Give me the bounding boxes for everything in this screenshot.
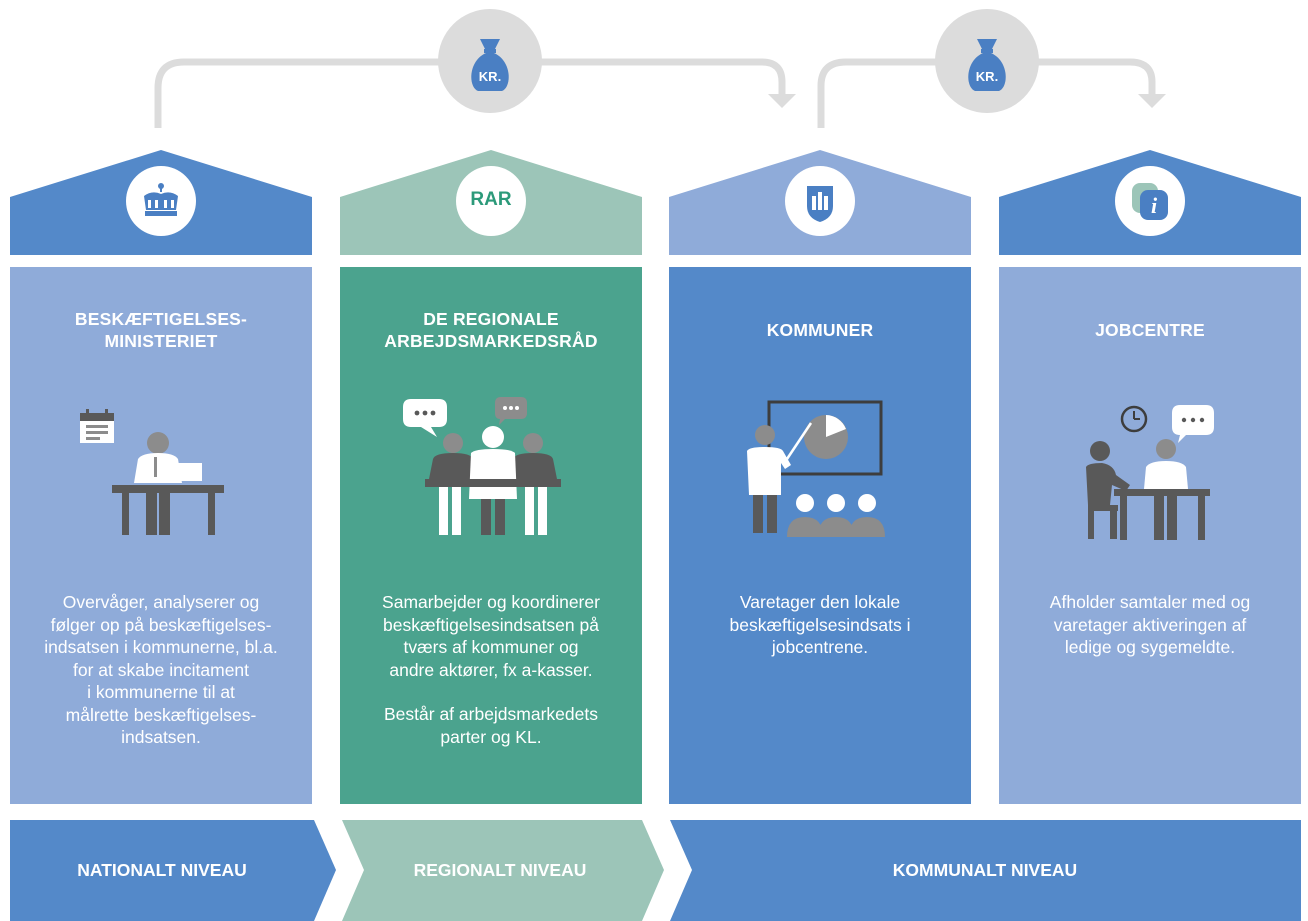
rar-logo: RAR (456, 166, 526, 236)
title-line: ARBEJDSMARKEDSRÅD (384, 331, 598, 351)
level-label-kommunalt: KOMMUNALT NIVEAU (892, 860, 1078, 880)
column-jobcentre: JOBCENTRE Afholder samtaler med og varet… (999, 267, 1301, 804)
arrow-down-icon (768, 94, 796, 108)
column-title: KOMMUNER (669, 319, 971, 341)
column-description: Overvåger, analyserer og følger op på be… (20, 591, 302, 749)
description-line: ledige og sygemeldte. (1064, 637, 1236, 657)
conversation-at-table-icon (1086, 405, 1214, 540)
roofs (10, 150, 1301, 255)
column-description: Afholder samtaler med og varetager aktiv… (1009, 591, 1291, 659)
money-badge: KR. (935, 9, 1039, 113)
municipality-shield-icon (807, 186, 833, 222)
money-bag-icon (471, 39, 509, 91)
description-line: følger op på beskæftigelses- (50, 614, 272, 635)
column-title: DE REGIONALE ARBEJDSMARKEDSRÅD (340, 308, 642, 352)
title-line: KOMMUNER (766, 320, 874, 340)
arrow-down-icon (1138, 94, 1166, 108)
jobcenter-badge: i (1115, 166, 1185, 236)
description-line: for at skabe incitament (72, 659, 250, 680)
rar-logo-text: RAR (470, 189, 512, 210)
description-line: beskæftigelsesindsats i (729, 614, 911, 635)
shield-badge (785, 166, 855, 236)
kr-label: KR. (478, 69, 502, 84)
title-line: MINISTERIET (104, 331, 218, 351)
description-line: varetager aktiveringen af (1053, 614, 1247, 635)
description-line: Varetager den lokale (739, 592, 901, 612)
level-label-regionalt: REGIONALT NIVEAU (413, 860, 587, 880)
description-line: Overvåger, analyserer og (62, 592, 260, 612)
description-line: indsatsen i kommunerne, bl.a. (44, 637, 278, 657)
description-line: målrette beskæftigelses- (65, 704, 257, 725)
money-badge: KR. (438, 9, 542, 113)
title-line: DE REGIONALE (423, 309, 559, 329)
kr-label: KR. (975, 69, 999, 84)
column-description: Samarbejder og koordinerer beskæftigelse… (350, 591, 632, 748)
column-kommuner: KOMMUNER Varetager den lokale beskæftige… (669, 267, 971, 804)
description-line: beskæftigelsesindsatsen på (383, 614, 599, 635)
column-title: BESKÆFTIGELSES- MINISTERIET (10, 308, 312, 352)
jobcenter-logo-icon: i (1132, 183, 1168, 220)
column-rar: DE REGIONALE ARBEJDSMARKEDSRÅD Samarbejd… (340, 267, 642, 804)
svg-text:i: i (1151, 193, 1158, 218)
person-at-desk-with-calendar-icon (80, 409, 224, 535)
clock-icon (1120, 405, 1148, 433)
description-line: andre aktører, fx a-kasser. (389, 659, 593, 680)
level-label-nationalt: NATIONALT NIVEAU (77, 860, 247, 880)
crown-badge (126, 166, 196, 236)
description-line: parter og KL. (440, 726, 542, 747)
description-line: Afholder samtaler med og (1049, 592, 1251, 612)
description-line: Samarbejder og koordinerer (382, 592, 600, 612)
title-line: BESKÆFTIGELSES- (74, 309, 248, 329)
column-ministeriet: BESKÆFTIGELSES- MINISTERIET Overvåger, a… (10, 267, 312, 804)
description-line: jobcentrene. (771, 637, 869, 657)
group-meeting-icon (403, 397, 561, 535)
description-line: indsatsen. (121, 727, 201, 747)
description-line: Består af arbejdsmarkedets (384, 704, 598, 724)
title-line: JOBCENTRE (1095, 320, 1205, 340)
crown-icon (144, 183, 178, 216)
presentation-icon (747, 400, 885, 537)
description-line: i kommunerne til at (87, 682, 235, 702)
column-description: Varetager den lokale beskæftigelsesindsa… (679, 591, 961, 659)
description-line: tværs af kommuner og (403, 637, 579, 657)
column-title: JOBCENTRE (999, 319, 1301, 341)
money-bag-icon (968, 39, 1006, 91)
